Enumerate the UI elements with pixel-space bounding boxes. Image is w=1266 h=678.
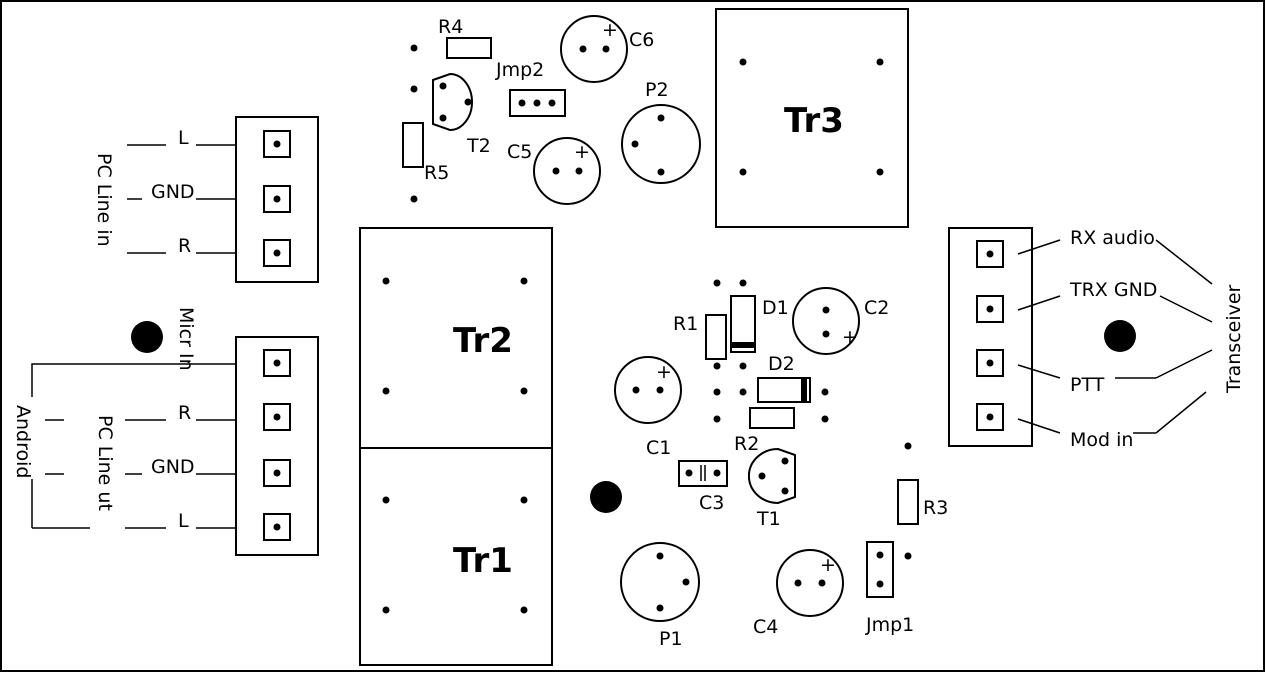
resistor-r1: R1: [673, 313, 727, 360]
c4-label: C4: [753, 616, 778, 638]
r2-label: R2: [734, 433, 759, 455]
micr-in-label: Micr In: [175, 307, 197, 371]
transformer-tr3: Tr3: [715, 8, 909, 228]
resistor-r3: R3: [897, 479, 948, 525]
pc-line-in-title: PC Line in: [93, 153, 115, 247]
jmp1-label: Jmp1: [865, 614, 914, 636]
pad: [713, 279, 721, 287]
c5-label: C5: [507, 141, 532, 163]
android-title: Android: [12, 405, 34, 478]
t2-label: T2: [466, 135, 491, 157]
pad: [713, 388, 721, 396]
capacitor-c6: + C6: [560, 15, 654, 83]
pad: [739, 362, 747, 370]
d1-label: D1: [762, 297, 789, 319]
c5-plus: +: [574, 141, 590, 163]
pad: [410, 44, 418, 52]
mounting-hole-left: [131, 321, 163, 353]
d2-label: D2: [768, 353, 795, 375]
capacitor-c4: + C4: [753, 549, 844, 638]
c6-plus: +: [602, 19, 618, 41]
transceiver-pin-rx-audio: RX audio: [1070, 227, 1155, 249]
jumper-jmp2: Jmp2: [495, 59, 566, 117]
c1-plus: +: [656, 361, 672, 383]
transceiver-pin-ptt: PTT: [1070, 374, 1105, 396]
pad: [739, 279, 747, 287]
c2-plus: +: [842, 326, 858, 348]
r1-label: R1: [673, 313, 698, 335]
pad: [713, 415, 721, 423]
c4-plus: +: [820, 554, 836, 576]
connector-pc-line-in: L GND R PC Line in: [93, 116, 319, 283]
resistor-r5: R5: [402, 122, 449, 184]
pc-in-pin-gnd: GND: [151, 181, 195, 203]
jmp2-label: Jmp2: [495, 59, 544, 81]
tr3-label: Tr3: [784, 101, 844, 141]
capacitor-c3: C3: [678, 460, 728, 514]
pad: [410, 85, 418, 93]
transceiver-pin-mod-in: Mod in: [1070, 429, 1133, 451]
jumper-jmp1: Jmp1: [865, 541, 914, 636]
pc-line-out-title: PC Line ut: [94, 415, 116, 511]
potentiometer-p2: P2: [621, 79, 701, 184]
pc-in-pin-r: R: [178, 235, 191, 257]
connector-transceiver: RX audio TRX GND PTT Mod in Transceiver: [948, 227, 1245, 451]
r3-label: R3: [923, 497, 948, 519]
r4-label: R4: [438, 16, 463, 38]
t1-label: T1: [756, 508, 781, 530]
c2-label: C2: [864, 297, 889, 319]
pad: [821, 388, 829, 396]
pad: [739, 388, 747, 396]
p2-label: P2: [645, 79, 669, 101]
transformer-tr1: Tr1: [359, 447, 553, 666]
diode-d2: D2: [757, 353, 811, 403]
transceiver-title: Transceiver: [1223, 284, 1245, 394]
android-pin-r: R: [178, 402, 191, 424]
capacitor-c2: + C2: [792, 287, 889, 355]
transceiver-pin-trx-gnd: TRX GND: [1069, 279, 1157, 301]
r5-label: R5: [424, 162, 449, 184]
transistor-t1: T1: [748, 447, 796, 530]
tr1-label: Tr1: [453, 541, 513, 581]
pad: [821, 415, 829, 423]
resistor-r4: R4: [438, 16, 492, 59]
transistor-t2: T2: [432, 72, 491, 157]
tr2-label: Tr2: [453, 321, 513, 361]
pad: [904, 442, 912, 450]
capacitor-c1: + C1: [614, 356, 682, 459]
p1-label: P1: [659, 628, 683, 650]
android-pin-l: L: [178, 510, 189, 532]
c6-label: C6: [629, 29, 654, 51]
pad: [410, 195, 418, 203]
mounting-hole-right: [1104, 320, 1136, 352]
transformer-tr2: Tr2: [359, 227, 553, 449]
potentiometer-p1: P1: [620, 542, 700, 650]
capacitor-c5: + C5: [507, 137, 601, 205]
c1-label: C1: [646, 437, 671, 459]
pad: [713, 362, 721, 370]
resistor-r2: R2: [734, 407, 795, 455]
connector-android: R GND L PC Line ut Android Micr In: [12, 307, 319, 556]
mounting-hole-center: [590, 481, 622, 513]
android-pin-gnd: GND: [151, 456, 195, 478]
pc-in-pin-l: L: [178, 127, 189, 149]
diode-d1: D1: [730, 295, 789, 353]
c3-label: C3: [699, 492, 724, 514]
